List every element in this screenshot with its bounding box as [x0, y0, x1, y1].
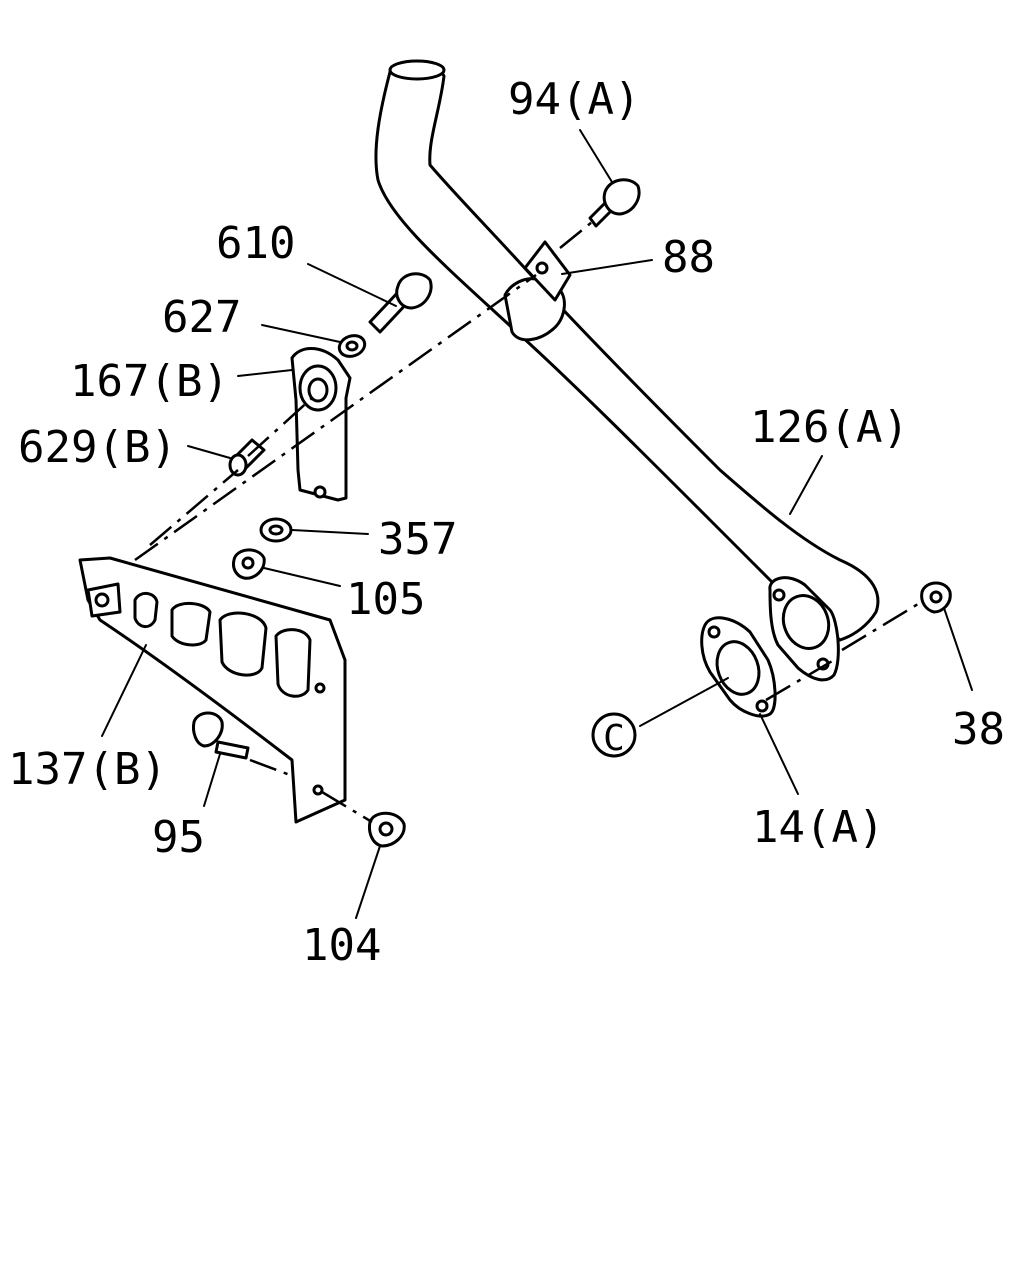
bolt-95[interactable]	[192, 711, 250, 760]
pipe-clamp[interactable]	[503, 240, 572, 342]
center-lines	[134, 221, 919, 824]
gasket[interactable]	[700, 616, 777, 718]
label-38: 38	[952, 704, 1005, 755]
part-labels: 94(A) 610 627 167(B) 629(B) 88 357 105 1…	[8, 74, 1005, 971]
label-95: 95	[152, 812, 205, 863]
label-167b: 167(B)	[70, 356, 229, 407]
washer-357[interactable]	[259, 517, 293, 543]
nut-105[interactable]	[232, 548, 266, 580]
label-14a: 14(A)	[752, 802, 884, 853]
washer-627[interactable]	[336, 332, 367, 360]
label-88: 88	[662, 232, 715, 283]
label-105: 105	[346, 574, 425, 625]
nut-38[interactable]	[920, 581, 952, 614]
leader-lines	[101, 129, 973, 919]
pipe-flange	[768, 576, 840, 682]
bracket-167b[interactable]	[290, 347, 352, 502]
label-610: 610	[216, 218, 295, 269]
label-137b: 137(B)	[8, 744, 167, 795]
reference-circle-c[interactable]: C	[591, 712, 637, 759]
label-357: 357	[378, 514, 457, 565]
bolt-94a[interactable]	[588, 178, 641, 228]
label-104: 104	[302, 920, 381, 971]
bolt-610[interactable]	[368, 272, 433, 334]
bracket-137b[interactable]	[78, 556, 347, 824]
label-627: 627	[162, 292, 241, 343]
ref-c-text: C	[603, 718, 625, 759]
exhaust-pipe[interactable]	[374, 59, 880, 642]
label-629b: 629(B)	[18, 422, 177, 473]
label-126a: 126(A)	[750, 402, 909, 453]
nut-104[interactable]	[368, 811, 406, 848]
label-94a: 94(A)	[508, 74, 640, 125]
